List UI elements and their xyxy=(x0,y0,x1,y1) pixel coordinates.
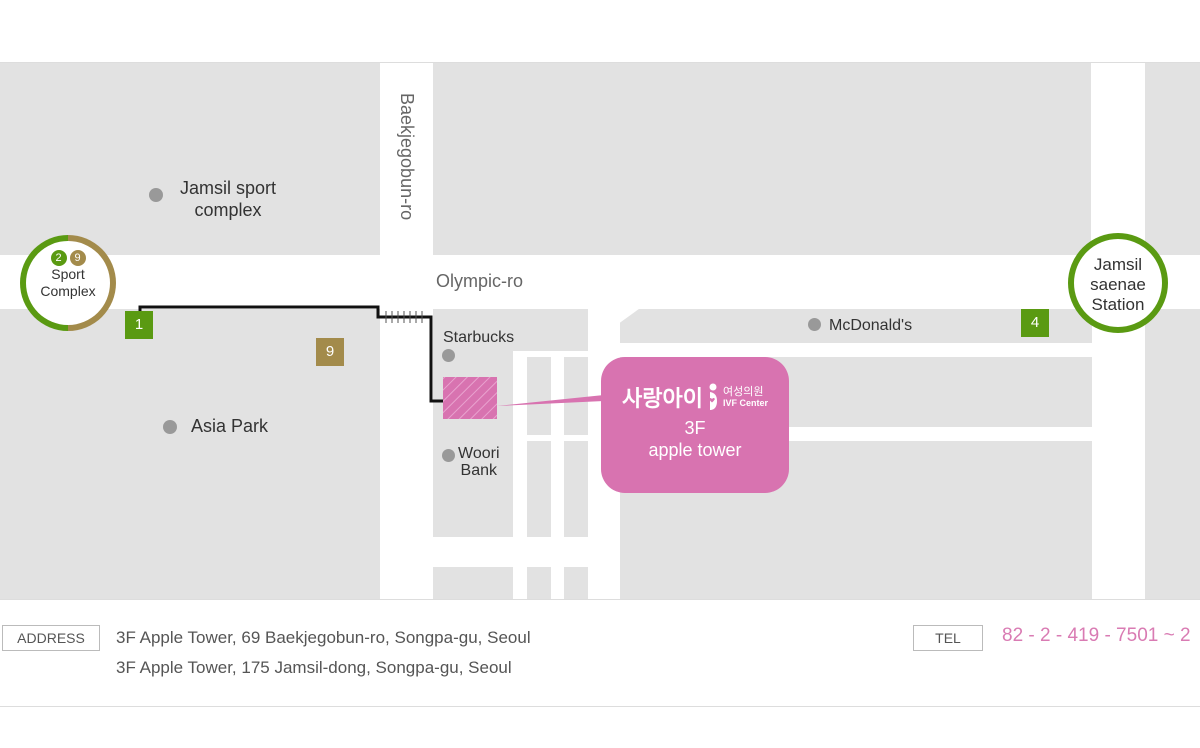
crosswalk xyxy=(385,311,423,323)
poi-dot xyxy=(163,420,177,434)
poi-asia-park: Asia Park xyxy=(191,416,269,436)
exit-9-badge: 9 xyxy=(316,338,344,366)
destination-callout: 사랑아이 여성의원 IVF Center 3F apple tower xyxy=(601,357,789,493)
line-badges: 2 9 xyxy=(26,250,110,266)
poi-starbucks: Starbucks xyxy=(443,329,515,346)
station-sport-complex[interactable]: 2 9 Sport Complex xyxy=(20,235,116,331)
address-tag: ADDRESS xyxy=(2,625,100,651)
station-jamsil-saenae[interactable]: Jamsil saenae Station xyxy=(1068,233,1168,333)
clinic-logo: 사랑아이 여성의원 IVF Center xyxy=(601,381,789,413)
logo-sub-top: 여성의원 xyxy=(722,386,764,398)
logo-sub-bottom: IVF Center xyxy=(722,398,768,408)
poi-label: Woori xyxy=(458,445,500,462)
line-2-badge: 2 xyxy=(50,250,67,266)
block xyxy=(620,309,1092,343)
poi-label: Jamsil sport xyxy=(179,178,277,198)
block xyxy=(564,441,588,537)
block xyxy=(0,63,380,255)
footer-divider xyxy=(0,706,1200,707)
poi-dot xyxy=(442,349,455,362)
station-inner: 2 9 Sport Complex xyxy=(26,241,110,325)
station-name: Jamsil xyxy=(1093,255,1143,274)
station-name: saenae xyxy=(1090,275,1146,294)
destination-building-name: apple tower xyxy=(648,440,742,460)
block xyxy=(564,357,588,435)
destination-floor: 3F xyxy=(684,418,706,438)
station-name: Sport xyxy=(51,266,85,282)
logo-korean: 사랑아이 xyxy=(622,386,703,411)
block xyxy=(433,567,513,599)
logo-sub: 여성의원 IVF Center xyxy=(723,386,768,408)
exit-1-badge: 1 xyxy=(125,311,153,339)
poi-woori-bank: Woori Bank xyxy=(458,445,500,479)
mother-icon xyxy=(707,383,719,411)
station-name: Station xyxy=(1091,295,1145,314)
block xyxy=(1145,309,1200,599)
station-name: Complex xyxy=(40,283,96,299)
block xyxy=(527,441,551,537)
tel-number[interactable]: 82 - 2 - 419 - 7501 ~ 2 xyxy=(1002,625,1191,646)
line-9-badge: 9 xyxy=(69,250,86,266)
poi-dot xyxy=(442,449,455,462)
road-label-baekjegobun: Baekjegobun-ro xyxy=(397,93,417,221)
road-label-olympic: Olympic-ro xyxy=(436,271,524,291)
poi-dot xyxy=(149,188,163,202)
address-line-2: 3F Apple Tower, 175 Jamsil-dong, Songpa-… xyxy=(116,658,512,677)
walking-route xyxy=(138,305,604,419)
tel-tag: TEL xyxy=(913,625,983,651)
block xyxy=(527,357,551,435)
poi-label: Bank xyxy=(460,462,497,479)
block xyxy=(527,567,551,599)
block xyxy=(564,567,588,599)
block xyxy=(1145,63,1200,255)
block xyxy=(433,63,1091,255)
exit-4-badge: 4 xyxy=(1021,309,1049,337)
address-line-1: 3F Apple Tower, 69 Baekjegobun-ro, Songp… xyxy=(116,628,531,647)
poi-mcdonalds: McDonald's xyxy=(829,317,913,334)
poi-label: complex xyxy=(194,200,262,220)
destination-building xyxy=(443,377,497,419)
map: Baekjegobun-ro Olympic-ro Jamsil sport c… xyxy=(0,62,1200,600)
poi-dot xyxy=(808,318,821,331)
block xyxy=(513,309,588,351)
callout-pointer xyxy=(497,395,604,406)
poi-sport-complex: Jamsil sport complex xyxy=(172,177,284,221)
